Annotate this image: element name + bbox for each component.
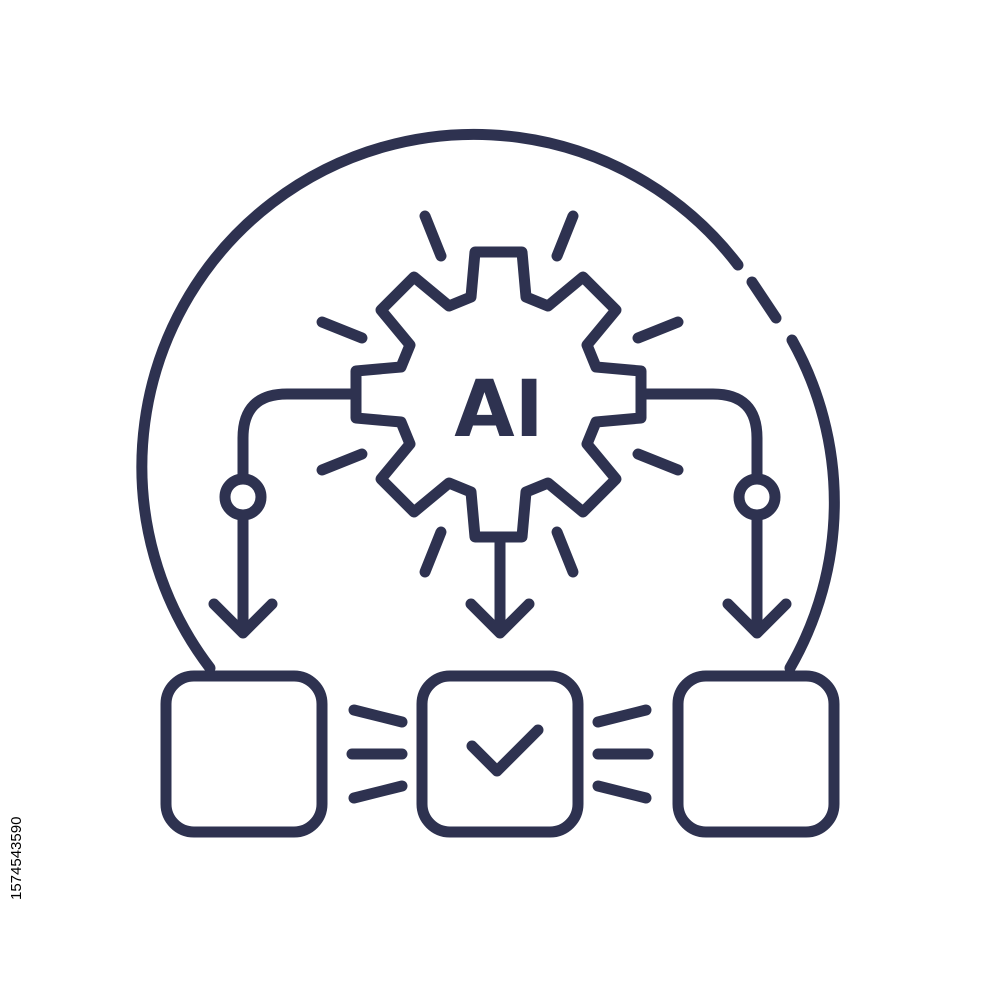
- outer-arc-dash-1: [746, 276, 782, 324]
- left-connector: [237, 388, 362, 485]
- check-icon: [466, 724, 544, 777]
- gear-icon: [350, 246, 647, 543]
- right-box-icon: [672, 670, 840, 838]
- center-box-icon: [416, 670, 584, 838]
- spark-icon: [316, 210, 684, 578]
- right-link-lines: [592, 704, 654, 804]
- outer-arc-dash-2: [784, 334, 840, 674]
- stock-id: 1574543590: [8, 750, 32, 900]
- left-box-icon: [160, 670, 328, 838]
- right-arrow-down-icon: [722, 509, 792, 639]
- ai-label: AI: [454, 365, 543, 455]
- center-arrow-down-icon: [465, 531, 535, 639]
- stock-id-text: 1574543590: [8, 816, 25, 900]
- right-connector: [635, 388, 763, 485]
- left-arrow-down-icon: [208, 509, 278, 639]
- left-link-lines: [346, 704, 408, 804]
- outer-arc: [136, 128, 744, 674]
